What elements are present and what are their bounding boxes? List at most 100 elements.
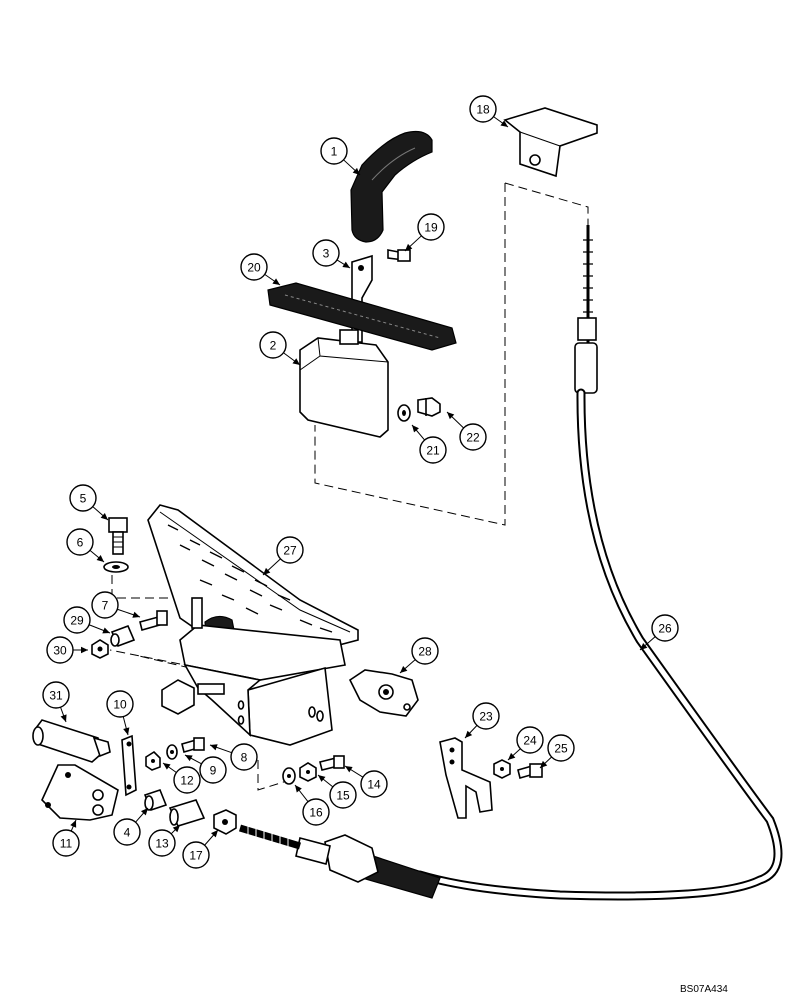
callout-1: 1 <box>320 137 361 176</box>
boot-plate-part-20 <box>267 282 457 351</box>
callout-number: 6 <box>77 536 84 550</box>
callout-number: 13 <box>155 837 169 851</box>
callout-28: 28 <box>399 637 439 674</box>
callout-circle <box>106 690 134 718</box>
callout-circle <box>52 829 80 857</box>
callout-17: 17 <box>182 829 219 869</box>
callout-12: 12 <box>162 762 201 794</box>
callout-2: 2 <box>259 331 301 366</box>
callout-number: 18 <box>476 103 490 117</box>
callout-circle <box>516 726 544 754</box>
leader-arrowhead <box>132 611 140 618</box>
callout-number: 12 <box>180 774 194 788</box>
sleeve-part-13 <box>168 799 206 827</box>
pedal-link-part-28 <box>348 669 419 717</box>
washer-part-6 <box>103 561 129 573</box>
callout-number: 30 <box>53 644 67 658</box>
leader-arrowhead <box>352 167 360 175</box>
callout-16: 16 <box>294 784 330 826</box>
callout-number: 2 <box>270 339 277 353</box>
callout-31: 31 <box>42 681 70 723</box>
leader-arrowhead <box>318 775 326 782</box>
lever-housing-part-2 <box>299 329 389 438</box>
callout-circle <box>113 818 141 846</box>
callout-number: 17 <box>189 849 203 863</box>
leader-arrowhead <box>185 755 193 762</box>
mounting-bracket-part-11 <box>41 764 119 821</box>
callout-circle <box>259 331 287 359</box>
callout-number: 10 <box>113 698 127 712</box>
leader-arrowhead <box>465 730 473 738</box>
leader-arrowhead <box>100 512 108 520</box>
bolt-part-14 <box>319 755 345 771</box>
leader-arrowhead <box>540 760 548 768</box>
callout-circle <box>46 636 74 664</box>
callout-circle <box>148 829 176 857</box>
leader-arrowhead <box>210 744 218 751</box>
callout-circle <box>312 239 340 267</box>
bolt-part-25 <box>517 763 543 779</box>
callout-circle <box>173 766 201 794</box>
callout-circle <box>66 528 94 556</box>
callout-18: 18 <box>469 95 509 128</box>
nut-part-17 <box>213 809 237 835</box>
callout-circle <box>651 614 679 642</box>
callout-26: 26 <box>639 614 679 651</box>
leader-arrowhead <box>263 567 271 575</box>
foot-pedal-part-27 <box>147 504 359 746</box>
leader-arrowhead <box>123 727 130 735</box>
leader-arrowhead <box>140 808 148 816</box>
leader-arrowhead <box>292 358 300 365</box>
callout-number: 28 <box>418 645 432 659</box>
leader-arrowhead <box>272 278 280 285</box>
callout-21: 21 <box>411 424 447 464</box>
leader-arrowhead <box>400 665 408 673</box>
callout-number: 4 <box>124 826 131 840</box>
leader-arrowhead <box>96 555 104 562</box>
callout-number: 9 <box>210 764 217 778</box>
callout-30: 30 <box>46 636 88 664</box>
leader-arrowhead <box>102 627 110 634</box>
bolt-part-7 <box>139 610 168 631</box>
leader-arrowhead <box>60 714 67 722</box>
nut-part-15 <box>299 762 317 782</box>
callout-circle <box>240 253 268 281</box>
callout-circle <box>469 95 497 123</box>
callout-number: 29 <box>70 614 84 628</box>
callout-10: 10 <box>106 690 134 736</box>
callout-circle <box>417 213 445 241</box>
callout-labels: 1234567891011121314151617181920212223242… <box>42 95 679 869</box>
callout-20: 20 <box>240 253 281 286</box>
callout-circle <box>411 637 439 665</box>
link-plate-part-10 <box>121 734 137 797</box>
cable-bracket-part-18 <box>503 107 598 178</box>
callout-number: 7 <box>102 599 109 613</box>
callout-circle <box>472 702 500 730</box>
leader-arrowhead <box>508 752 516 760</box>
leader-arrowhead <box>172 825 180 833</box>
callout-number: 31 <box>49 689 63 703</box>
callout-number: 15 <box>336 789 350 803</box>
washer-part-9 <box>166 744 178 760</box>
leader-arrowhead <box>447 412 455 420</box>
bolt-part-8 <box>181 737 205 753</box>
callout-22: 22 <box>446 411 487 451</box>
leader-arrowhead <box>412 425 419 433</box>
callout-number: 20 <box>247 261 261 275</box>
leader-arrowhead <box>295 785 302 793</box>
screw-part-19 <box>387 249 411 262</box>
leader-arrowhead <box>70 820 77 828</box>
callout-15: 15 <box>317 774 357 809</box>
callout-circle <box>199 756 227 784</box>
leader-arrowhead <box>640 642 648 650</box>
bolt-part-22 <box>417 397 441 417</box>
handle-grip-part-1 <box>350 130 433 243</box>
callout-11: 11 <box>52 819 80 857</box>
callout-number: 14 <box>367 778 381 792</box>
spacer-part-4 <box>143 789 168 811</box>
callout-6: 6 <box>66 528 105 563</box>
callout-number: 11 <box>60 837 73 851</box>
callout-number: 27 <box>283 544 297 558</box>
callout-number: 26 <box>658 622 672 636</box>
callout-number: 21 <box>426 444 440 458</box>
